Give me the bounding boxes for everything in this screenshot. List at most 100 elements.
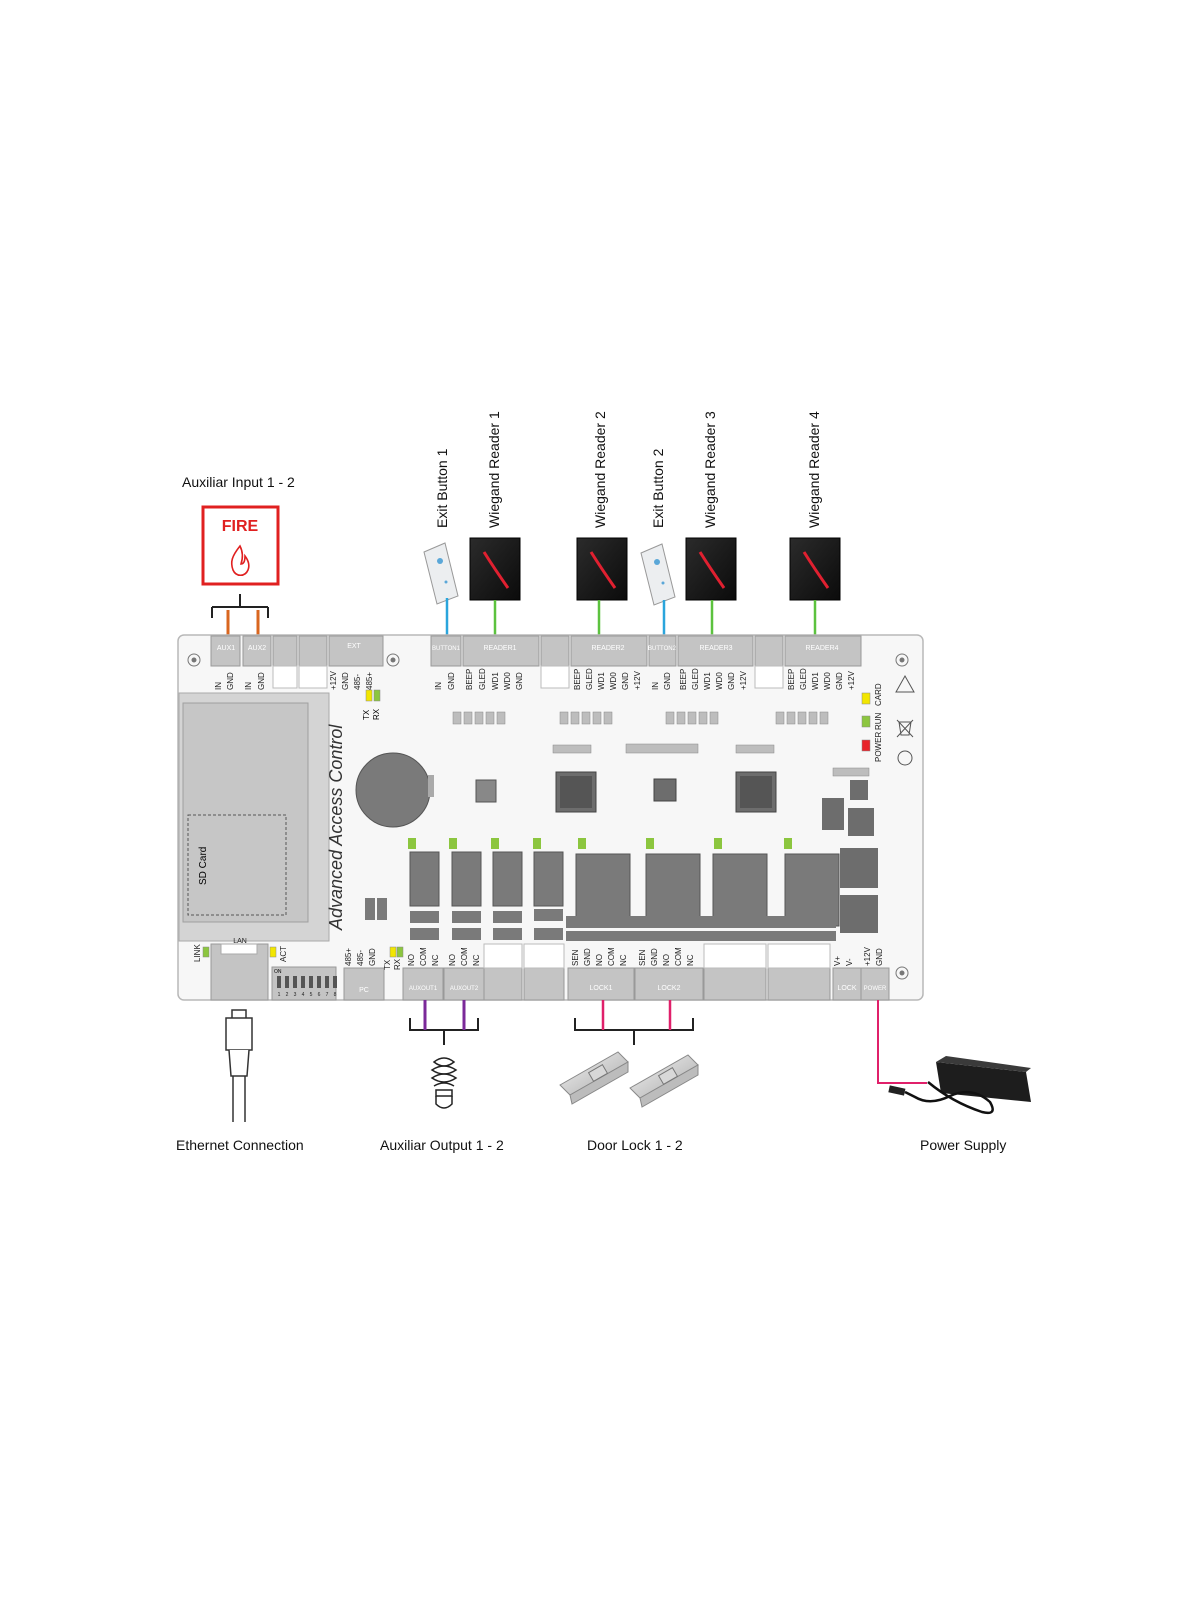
- dip-5: 5: [310, 992, 313, 998]
- pin-lock2-nc: NC: [686, 954, 695, 966]
- dip-1: 1: [278, 992, 281, 998]
- pin-r2-wd1: WD1: [597, 672, 606, 690]
- pin-lock1-sen: SEN: [571, 949, 580, 966]
- header-ext: EXT: [347, 643, 361, 650]
- pin-r3-gled: GLED: [691, 668, 700, 690]
- dip-7: 7: [326, 992, 329, 998]
- fire-label: FIRE: [222, 518, 259, 535]
- header-reader3: READER3: [699, 645, 732, 652]
- header-aux2: AUX2: [248, 645, 266, 652]
- header-button2: BUTTON2: [648, 646, 677, 652]
- header-auxout1: AUXOUT1: [409, 986, 438, 992]
- pin-r3-gnd: GND: [727, 672, 736, 690]
- pin-r1-wd0: WD0: [503, 672, 512, 690]
- pin-auxout2-no: NO: [448, 954, 457, 966]
- bottom-wires: [409, 1000, 927, 1084]
- pin-pc-485p: 485+: [344, 948, 353, 966]
- pin-r3-wd1: WD1: [703, 672, 712, 690]
- pin-lock1-nc: NC: [619, 954, 628, 966]
- pin-r4-wd0: WD0: [823, 672, 832, 690]
- board-title: Advanced Access Control: [326, 724, 346, 931]
- led-run-label: RUN: [874, 712, 883, 730]
- wiegand-reader-3-device: [685, 537, 737, 601]
- dip-3: 3: [294, 992, 297, 998]
- pin-r2-beep: BEEP: [573, 669, 582, 690]
- led-card-label: CARD: [874, 683, 883, 706]
- header-aux1: AUX1: [217, 645, 235, 652]
- coin-battery: [355, 752, 431, 828]
- pin-lock1-gnd: GND: [583, 948, 592, 966]
- no-pb-icon: [897, 750, 913, 766]
- pin-auxout1-nc: NC: [431, 954, 440, 966]
- led-power-label: POWER: [874, 732, 883, 762]
- pin-lock2-no: NO: [662, 954, 671, 966]
- pin-r2-12v: +12V: [633, 670, 642, 690]
- caption-power-supply: Power Supply: [920, 1137, 1007, 1153]
- aux-input-wires: [211, 594, 269, 637]
- header-reader1: READER1: [483, 645, 516, 652]
- caption-aux-input: Auxiliar Input 1 - 2: [182, 474, 295, 490]
- pin-pc-485n: 485-: [356, 950, 365, 966]
- header-pc: PC: [359, 987, 369, 994]
- pin-btn2-gnd: GND: [663, 672, 672, 690]
- dip-2: 2: [286, 992, 289, 998]
- door-lock-1: [559, 1051, 629, 1105]
- pin-auxout2-com: COM: [460, 947, 469, 966]
- pin-r2-gnd: GND: [621, 672, 630, 690]
- pin-lock1-no: NO: [595, 954, 604, 966]
- header-lan: LAN: [233, 938, 247, 945]
- header-power: POWER: [864, 986, 887, 992]
- flame-icon: [230, 544, 250, 577]
- pin-r4-12v: +12V: [847, 670, 856, 690]
- led-act-label: ACT: [279, 946, 288, 962]
- pin-r1-wd1: WD1: [491, 672, 500, 690]
- pin-ext-485n: 485-: [353, 674, 362, 690]
- led-rx2-label: RX: [393, 958, 402, 970]
- pin-power-12v: +12V: [863, 946, 872, 966]
- exit-button-1-device: [423, 542, 459, 605]
- pin-r1-beep: BEEP: [465, 669, 474, 690]
- header-lock: LOCK: [837, 985, 856, 992]
- led-tx-label: TX: [362, 709, 371, 720]
- sd-card-label: SD Card: [198, 847, 209, 885]
- ethernet-plug: [225, 1009, 253, 1122]
- pin-ext-485p: 485+: [365, 672, 374, 690]
- pin-auxout1-com: COM: [419, 947, 428, 966]
- pin-auxout1-no: NO: [407, 954, 416, 966]
- recycle-bin-icon: [896, 719, 914, 738]
- caption-aux-output: Auxiliar Output 1 - 2: [380, 1137, 504, 1153]
- pin-btn1-gnd: GND: [447, 672, 456, 690]
- caption-door-lock: Door Lock 1 - 2: [587, 1137, 683, 1153]
- pin-lock1-com: COM: [607, 947, 616, 966]
- pin-r1-gnd: GND: [515, 672, 524, 690]
- dip-4: 4: [302, 992, 305, 998]
- wiegand-reader-1-device: [469, 537, 521, 601]
- pin-ext-12v: +12V: [329, 670, 338, 690]
- pin-r3-wd0: WD0: [715, 672, 724, 690]
- header-reader4: READER4: [805, 645, 838, 652]
- pin-lock-vplus: V+: [833, 956, 842, 966]
- dip-on-label: ON: [274, 969, 282, 975]
- pin-r1-gled: GLED: [478, 668, 487, 690]
- power-supply-adapter: [888, 1056, 1031, 1115]
- pin-r3-beep: BEEP: [679, 669, 688, 690]
- pin-lock2-com: COM: [674, 947, 683, 966]
- bulb-icon: [430, 1057, 458, 1109]
- pin-aux2-gnd: GND: [257, 672, 266, 690]
- door-lock-2: [629, 1054, 699, 1108]
- esd-warning-icon: [895, 674, 915, 693]
- pin-aux1-gnd: GND: [226, 672, 235, 690]
- header-reader2: READER2: [591, 645, 624, 652]
- header-auxout2: AUXOUT2: [450, 986, 479, 992]
- dip-8: 8: [334, 992, 337, 998]
- caption-ethernet: Ethernet Connection: [176, 1137, 304, 1153]
- pin-r4-beep: BEEP: [787, 669, 796, 690]
- led-tx2-label: TX: [383, 959, 392, 970]
- dip-6: 6: [318, 992, 321, 998]
- controller-board: AUX1 AUX2 EXT BUTTON1 READER1 READER2 BU…: [177, 634, 924, 1001]
- dip-switch: ON 1 2 3 4 5 6 7 8: [274, 969, 337, 998]
- top-wires: [445, 598, 817, 638]
- pin-r4-gled: GLED: [799, 668, 808, 690]
- pin-r4-gnd: GND: [835, 672, 844, 690]
- header-button1: BUTTON1: [432, 646, 461, 652]
